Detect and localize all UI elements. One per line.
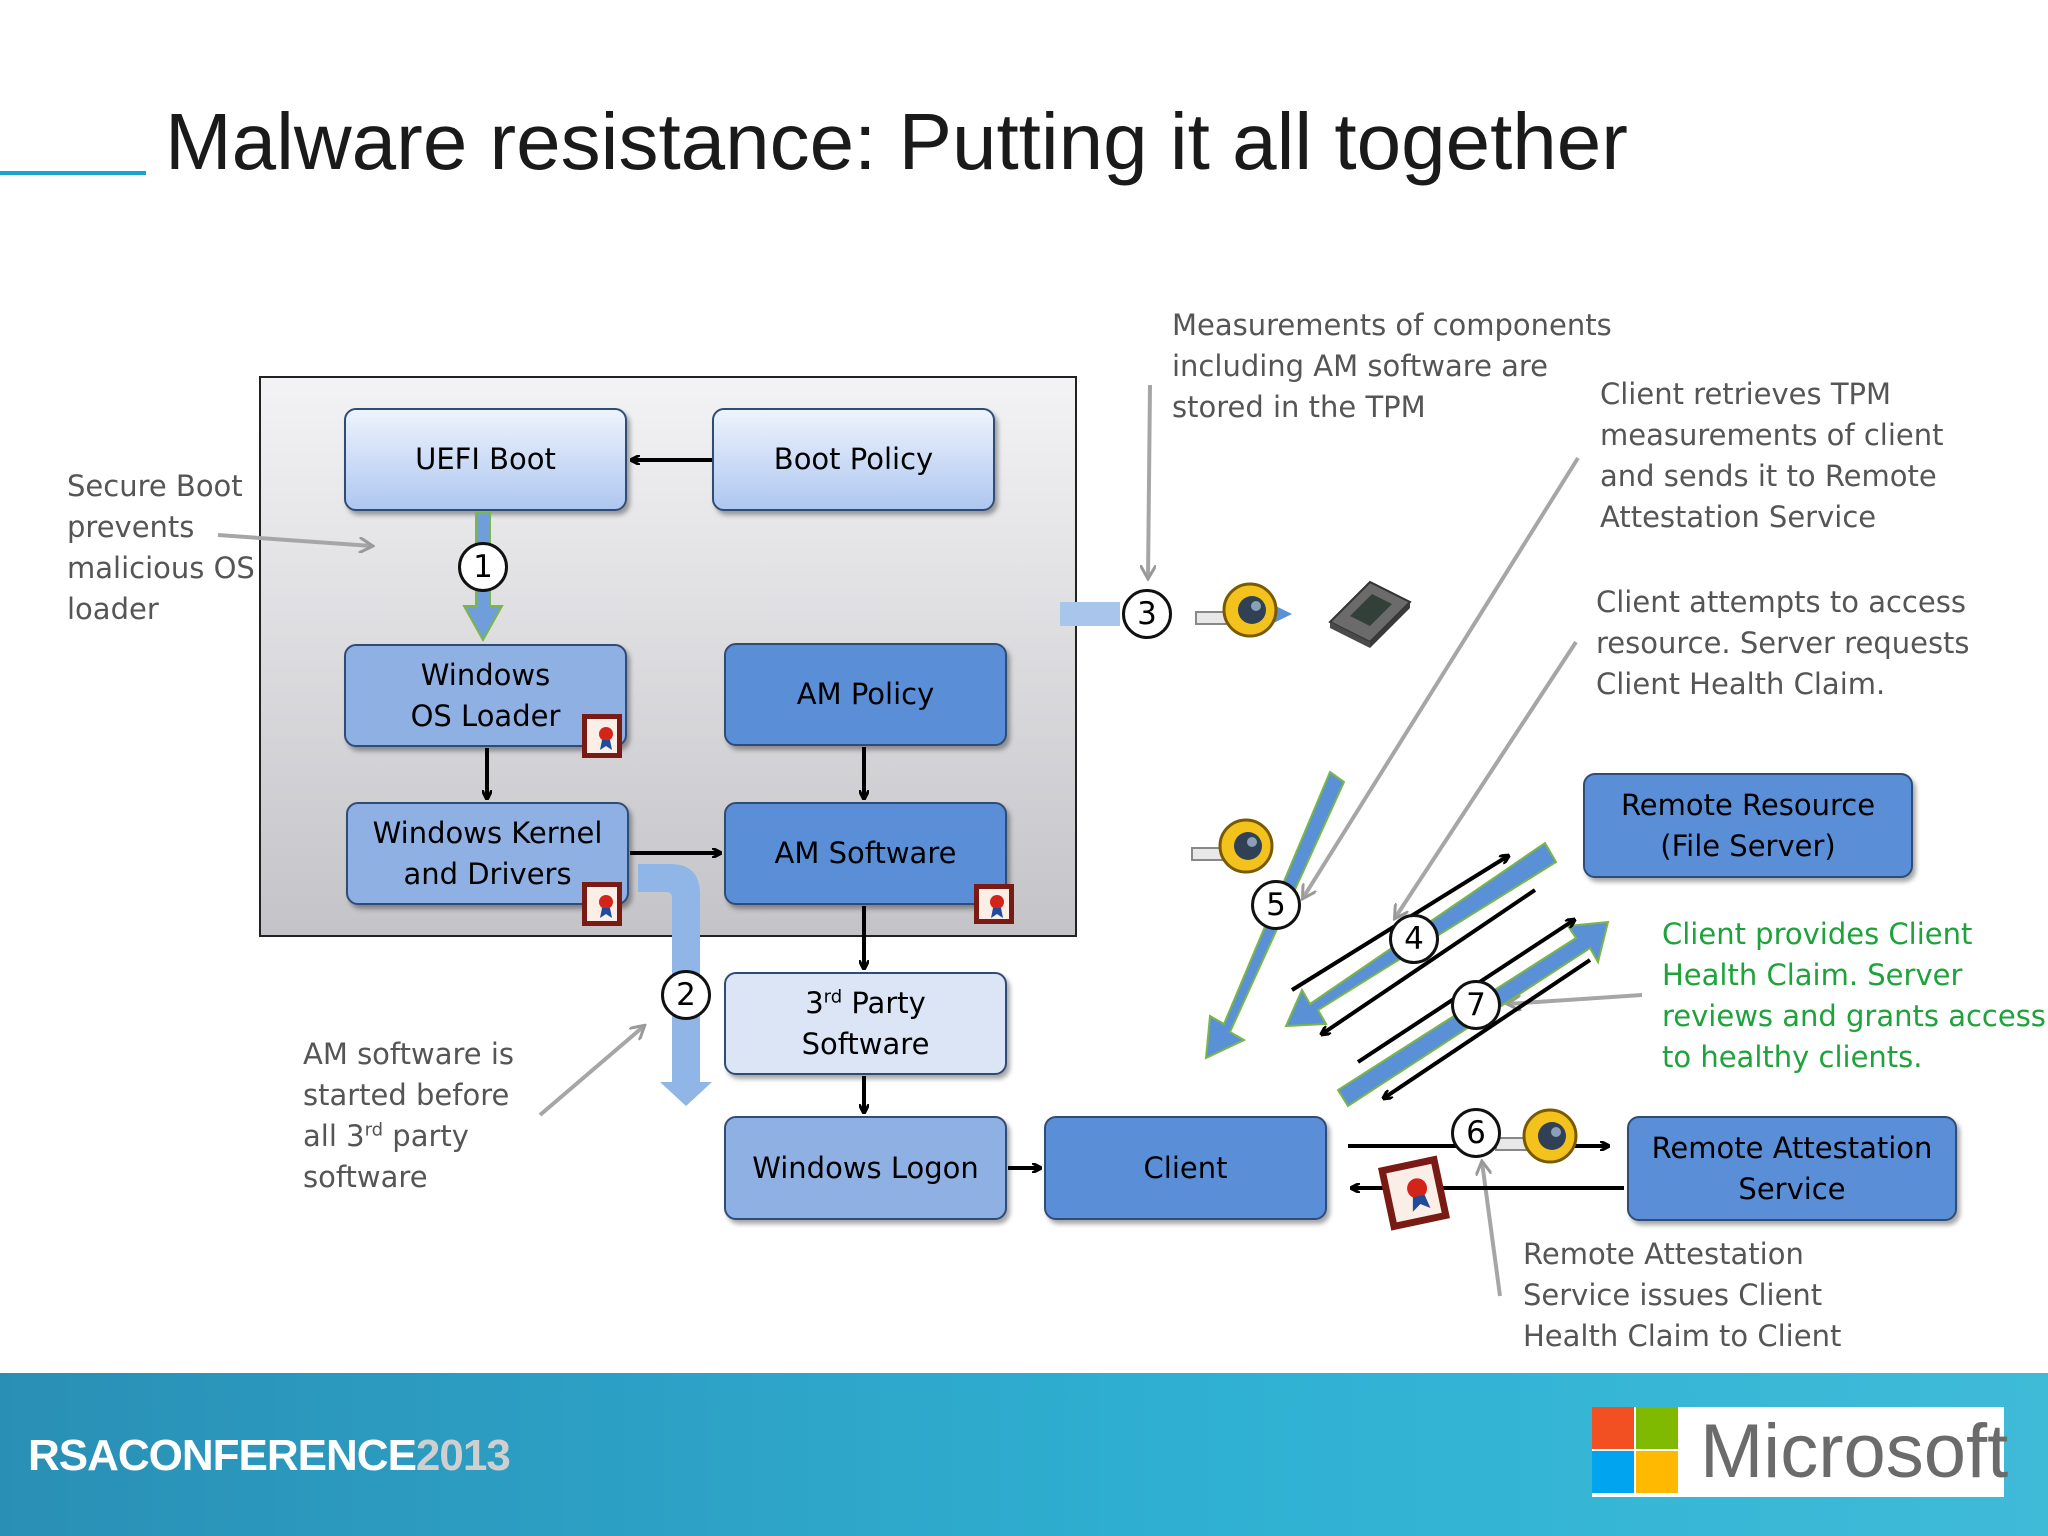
os-loader-label-line2: OS Loader [410, 698, 561, 733]
microsoft-wordmark: Microsoft [1700, 1409, 2009, 1494]
step3-arrow-tail [1060, 602, 1120, 626]
kernel-label-line2: and Drivers [403, 856, 572, 891]
remote-resource-box: Remote Resource (File Server) [1583, 773, 1913, 878]
step-1-badge: 1 [458, 542, 508, 592]
client-attempts-pointer [1395, 640, 1578, 918]
client-provides-note: Client provides Client Health Claim. Ser… [1662, 917, 2046, 1074]
measurements-note: Measurements of components including AM … [1172, 308, 1612, 424]
step7-grant-arrow [1384, 958, 1592, 1098]
remote-attestation-label-line1: Remote Attestation [1651, 1130, 1933, 1165]
secure-boot-pointer [217, 533, 372, 546]
microsoft-red-square [1592, 1407, 1634, 1449]
microsoft-blue-square [1592, 1451, 1634, 1493]
rsa-conference-logo: RSACONFERENCE2013 [28, 1431, 511, 1480]
third-party-label-line1: 3rd Party [805, 985, 926, 1020]
client-retrieves-pointer [1303, 456, 1580, 898]
remote-resource-label-line1: Remote Resource [1620, 787, 1876, 822]
client-retrieves-note: Client retrieves TPM measurements of cli… [1600, 377, 1944, 534]
step-4-badge: 4 [1389, 914, 1439, 964]
windows-os-loader-box: Windows OS Loader [344, 644, 627, 747]
third-party-label-line2: Software [801, 1026, 930, 1061]
step-7-badge: 7 [1451, 980, 1501, 1030]
os-loader-label-line1: Windows [420, 657, 551, 692]
secure-boot-note: Secure Boot prevents malicious OS loader [67, 469, 255, 626]
boot-policy-box: Boot Policy [712, 408, 995, 511]
microsoft-green-square [1636, 1407, 1678, 1449]
remote-issues-note: Remote Attestation Service issues Client… [1523, 1237, 1842, 1353]
remote-attestation-label-line2: Service [1738, 1171, 1846, 1206]
client-box: Client [1044, 1116, 1327, 1220]
remote-issues-pointer [1482, 1162, 1502, 1297]
am-started-note: AM software is started before all 3rd pa… [303, 1037, 515, 1194]
certificate-icon [582, 882, 622, 926]
tape-measure-icon [1191, 818, 1274, 874]
windows-logon-label: Windows Logon [752, 1150, 979, 1185]
am-software-label: AM Software [774, 836, 957, 870]
tape-measure-icon [1495, 1108, 1578, 1164]
remote-attestation-box: Remote Attestation Service [1627, 1116, 1957, 1221]
am-policy-label: AM Policy [796, 677, 935, 711]
certificate-icon [582, 714, 622, 758]
step-6-badge: 6 [1451, 1108, 1501, 1158]
third-party-software-box: 3rd Party Software [724, 972, 1007, 1075]
step4-return-arrow [1322, 888, 1537, 1034]
uefi-boot-label: UEFI Boot [415, 442, 556, 476]
client-provides-pointer [1508, 993, 1643, 1004]
title-accent-line [0, 171, 146, 175]
uefi-boot-box: UEFI Boot [344, 408, 627, 511]
windows-kernel-box: Windows Kernel and Drivers [346, 802, 629, 905]
am-policy-box: AM Policy [724, 643, 1007, 746]
step-2-badge: 2 [661, 970, 711, 1020]
tpm-chip-icon [1328, 580, 1412, 648]
tape-measure-icon [1195, 582, 1278, 638]
certificate-icon [974, 884, 1014, 924]
kernel-label-line1: Windows Kernel [372, 815, 603, 850]
boot-policy-label: Boot Policy [773, 442, 934, 476]
measurements-pointer [1148, 384, 1150, 578]
certificate-icon [1378, 1155, 1450, 1231]
windows-logon-box: Windows Logon [724, 1116, 1007, 1220]
client-attempts-note: Client attempts to access resource. Serv… [1596, 585, 1970, 701]
slide-title: Malware resistance: Putting it all toget… [165, 97, 1628, 186]
am-software-box: AM Software [724, 802, 1007, 905]
client-label: Client [1143, 1150, 1228, 1185]
remote-resource-label-line2: (File Server) [1660, 828, 1836, 863]
step-5-badge: 5 [1251, 880, 1301, 930]
step-3-badge: 3 [1122, 589, 1172, 639]
am-started-pointer [538, 1026, 644, 1117]
microsoft-yellow-square [1636, 1451, 1678, 1493]
